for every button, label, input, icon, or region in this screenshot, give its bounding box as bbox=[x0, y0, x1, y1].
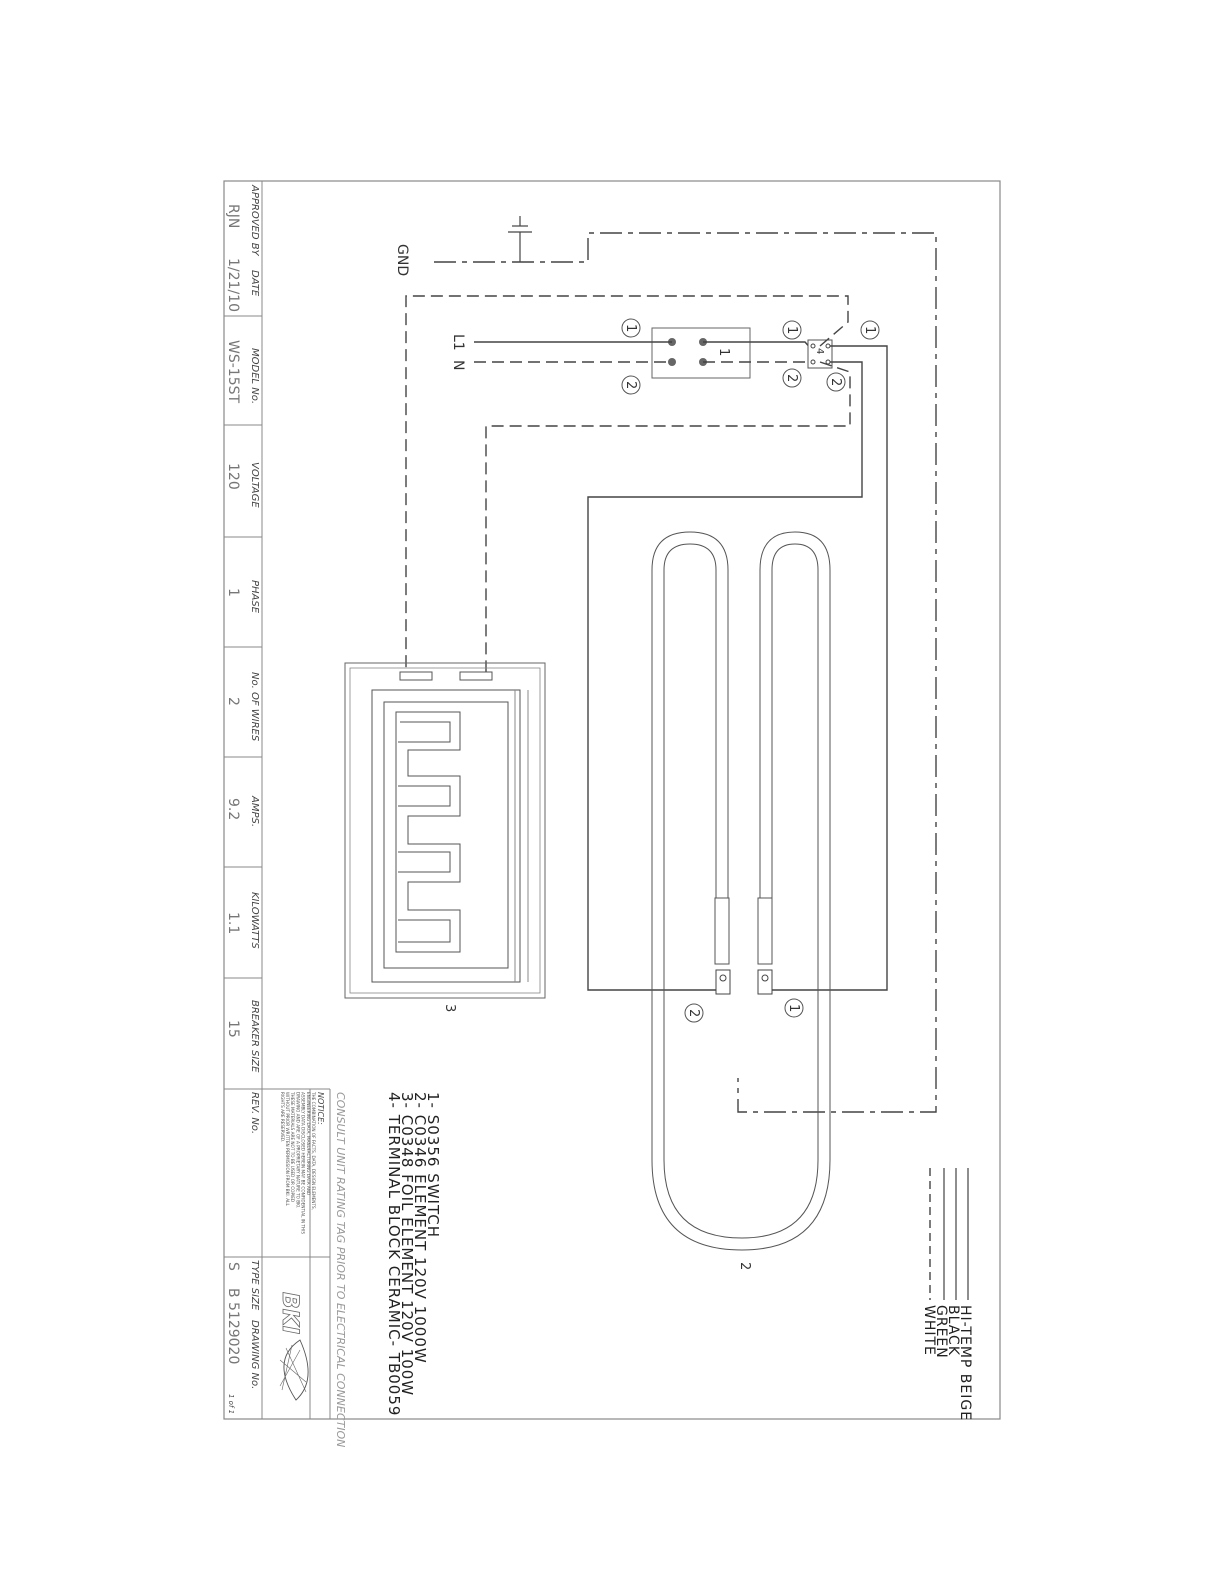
approved-by-label: APPROVED BY bbox=[249, 184, 260, 256]
element-wire-2 bbox=[587, 361, 863, 991]
l1-label: L1 bbox=[450, 334, 466, 351]
model-value: WS-15ST bbox=[225, 340, 241, 403]
model-label: MODEL No. bbox=[249, 348, 260, 404]
svg-text:4: 4 bbox=[814, 348, 825, 354]
wires-value: 2 bbox=[225, 697, 241, 706]
notice-line: THESE MATERIALS ARE NOT TO BE USED OR CO… bbox=[290, 1091, 295, 1202]
svg-text:2: 2 bbox=[784, 374, 799, 382]
terminal-block: 4 bbox=[807, 339, 833, 369]
type-size-label: TYPE SIZE bbox=[249, 1260, 260, 1311]
svg-text:2: 2 bbox=[686, 1009, 701, 1017]
rev-label: REV. No. bbox=[249, 1092, 260, 1134]
foil-wire-2 bbox=[485, 361, 851, 680]
bki-logo: BKI bbox=[277, 1292, 309, 1401]
svg-text:1: 1 bbox=[786, 1004, 801, 1012]
svg-text:BKI: BKI bbox=[277, 1292, 302, 1334]
notice-title: NOTICE: bbox=[316, 1092, 325, 1125]
notice-text: THE COMBINATION OF FACTS, DATA, DESIGN E… bbox=[280, 1091, 316, 1234]
svg-text:1: 1 bbox=[784, 326, 799, 334]
consult-note: CONSULT UNIT RATING TAG PRIOR TO ELECTRI… bbox=[334, 1092, 347, 1447]
parts-list-item: 2- C0346 ELEMENT 120V 1000W bbox=[411, 1092, 429, 1364]
drawing-label: DRAWING No. bbox=[249, 1320, 260, 1389]
svg-text:1: 1 bbox=[716, 348, 731, 356]
date-label: DATE bbox=[249, 270, 260, 297]
drawing-frame bbox=[223, 180, 1001, 1420]
phase-label: PHASE bbox=[249, 580, 260, 614]
connection-markers: 1 2 1 2 1 2 2 1 bbox=[621, 318, 880, 1023]
svg-text:2: 2 bbox=[828, 378, 843, 386]
notice-line: ASSEMBLY DATA DISCLOSED HEREIN MAY BE CO… bbox=[301, 1092, 306, 1234]
legend-label: GREEN bbox=[933, 1305, 949, 1359]
breaker-label: BREAKER SIZE bbox=[249, 1000, 260, 1073]
ground-wire bbox=[434, 232, 937, 1113]
legend-label: HI-TEMP BEIGE bbox=[957, 1305, 973, 1421]
notice-line: THE COMBINATION OF FACTS, DATA, DESIGN E… bbox=[311, 1091, 316, 1210]
notice-line: WITHOUT PRIOR WRITTEN PERMISSION FROM BK… bbox=[285, 1092, 290, 1206]
kilowatts-label: KILOWATTS bbox=[249, 892, 260, 949]
voltage-label: VOLTAGE bbox=[249, 462, 260, 508]
sheet-count: 1 of 1 bbox=[227, 1394, 235, 1414]
title-block: APPROVED BY RJN DATE 1/21/10 MODEL No. W… bbox=[224, 181, 347, 1447]
voltage-value: 120 bbox=[225, 463, 241, 490]
parts-list-item: 4- TERMINAL BLOCK CERAMIC- TB0059 bbox=[385, 1092, 403, 1416]
type-size-value: S bbox=[225, 1262, 241, 1271]
switch-block: 1 bbox=[651, 327, 751, 379]
gnd-label: GND bbox=[394, 244, 410, 276]
phase-value: 1 bbox=[225, 588, 241, 597]
legend-label: WHITE bbox=[921, 1305, 937, 1356]
svg-text:1: 1 bbox=[623, 324, 638, 332]
ground-symbol: GND bbox=[394, 216, 532, 276]
breaker-value: 15 bbox=[225, 1020, 241, 1038]
foil-element: 3 bbox=[344, 662, 546, 1012]
drawing-number: 5129020 bbox=[225, 1302, 241, 1364]
notice-line: ENGINEERING DATA, MANUFACTURING DATA AND bbox=[306, 1092, 311, 1195]
kilowatts-value: 1.1 bbox=[225, 912, 241, 934]
type-size-b: B bbox=[225, 1288, 241, 1298]
amps-label: AMPS. bbox=[249, 795, 260, 827]
legend-label: BLACK bbox=[945, 1305, 961, 1356]
heating-element: 2 bbox=[651, 531, 831, 1270]
svg-text:1: 1 bbox=[862, 326, 877, 334]
parts-list-item: 3- C0348 FOIL ELEMENT 120V 100W bbox=[398, 1092, 416, 1396]
foil-element-number: 3 bbox=[442, 1004, 457, 1012]
approved-by-value: RJN bbox=[225, 204, 241, 228]
element-wire-1 bbox=[768, 345, 888, 991]
foil-wire-1 bbox=[405, 295, 849, 680]
heating-element-number: 2 bbox=[737, 1262, 752, 1270]
n-label: N bbox=[450, 360, 466, 370]
wires-label: No. OF WIRES bbox=[249, 672, 260, 742]
parts-list-item: 1- S0356 SWITCH bbox=[424, 1092, 442, 1238]
notice-line: DRAWING AND ARE OF A PROPRIETARY NATURE … bbox=[295, 1092, 300, 1208]
amps-value: 9.2 bbox=[225, 798, 241, 820]
notice-line: RIGHTS ARE RESERVED. bbox=[280, 1092, 285, 1142]
date-value: 1/21/10 bbox=[225, 258, 241, 312]
svg-text:2: 2 bbox=[623, 381, 638, 389]
